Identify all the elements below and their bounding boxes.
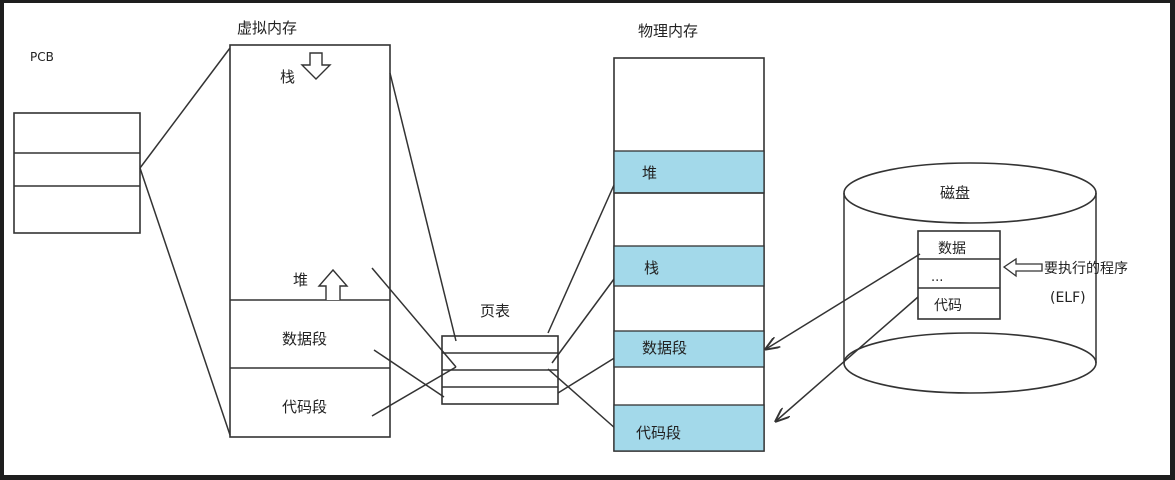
elf-ellipsis-label: ... [931,270,943,285]
disk-label: 磁盘 [940,184,970,202]
memory-mapping-diagram: PCB 虚拟内存 栈 堆 数据段 代码段 页表 [13,19,1128,452]
program-label: 要执行的程序 [1044,261,1128,277]
virtual-code-label: 代码段 [282,398,327,416]
physical-data-segment [613,330,765,368]
virtual-stack-label: 栈 [280,68,295,86]
virtual-memory-label: 虚拟内存 [237,19,297,37]
page-table-to-physical-lines [547,184,617,430]
physical-data-label: 数据段 [642,339,687,357]
program-pointer-arrow [1002,257,1043,278]
physical-stack-label: 栈 [644,259,659,277]
elf-code-label: 代码 [934,298,962,314]
virtual-to-page-table-lines [371,72,457,417]
pcb-to-virtual-lines [139,47,231,436]
virtual-heap-label: 堆 [293,271,308,289]
virtual-data-label: 数据段 [282,330,327,348]
physical-code-label: 代码段 [636,424,681,442]
data-load-arrow [766,253,921,349]
elf-file-box [917,230,1001,320]
pcb-label: PCB [30,50,54,64]
diagram-canvas: PCB 虚拟内存 栈 堆 数据段 代码段 页表 [4,3,1170,475]
virtual-memory-box [229,44,391,438]
program-format-label: (ELF) [1050,290,1086,306]
physical-stack-segment [613,245,765,287]
physical-heap-label: 堆 [642,164,657,182]
heap-grow-up-arrow [317,268,349,300]
code-load-arrow [776,296,919,421]
pcb-box [13,112,141,234]
page-table-label: 页表 [480,302,510,320]
physical-heap-segment [613,150,765,194]
page-table-box [441,335,559,405]
physical-code-segment [613,404,765,452]
stack-grow-down-arrow [300,52,332,80]
elf-data-label: 数据 [938,241,966,257]
physical-memory-label: 物理内存 [638,22,698,40]
